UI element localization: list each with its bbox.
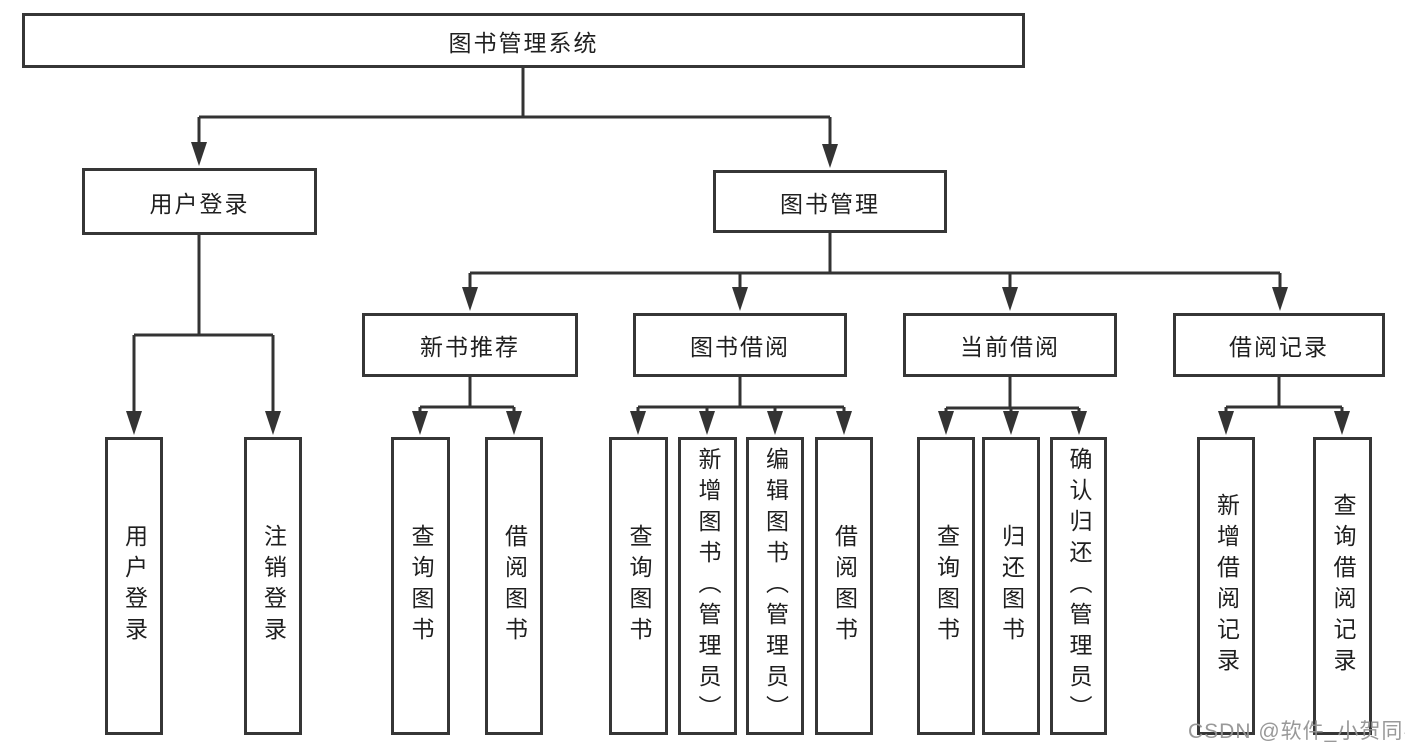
node-user-login: 用户登录: [82, 168, 317, 235]
node-borrowing-records-label: 借阅记录: [1229, 334, 1329, 360]
leaf-user-login-label: 用户登录: [121, 524, 148, 648]
leaf-edit-books-admin-label: 编辑图书（管理员）: [762, 446, 789, 726]
leaf-borrow-books-borrow: 借阅图书: [815, 437, 873, 735]
leaf-add-books-admin-label: 新增图书（管理员）: [695, 446, 721, 726]
node-book-borrowing: 图书借阅: [633, 313, 847, 377]
node-borrowing-records: 借阅记录: [1173, 313, 1385, 377]
node-current-borrowing-label: 当前借阅: [960, 334, 1060, 360]
leaf-add-books-admin: 新增图书（管理员）: [678, 437, 737, 735]
leaf-query-books-current: 查询图书: [917, 437, 975, 735]
leaf-query-books-borrow-label: 查询图书: [626, 524, 652, 648]
node-root-system-label: 图书管理系统: [448, 29, 599, 56]
leaf-add-borrow-record-label: 新增借阅记录: [1213, 493, 1240, 679]
leaf-user-login: 用户登录: [105, 437, 163, 735]
leaf-query-books-current-label: 查询图书: [933, 524, 960, 648]
node-root-system: 图书管理系统: [22, 13, 1025, 68]
node-book-management: 图书管理: [713, 170, 947, 233]
leaf-borrow-books-recommend: 借阅图书: [485, 437, 543, 735]
leaf-return-books-label: 归还图书: [998, 524, 1025, 648]
leaf-query-books-borrow: 查询图书: [609, 437, 668, 735]
leaf-add-borrow-record: 新增借阅记录: [1197, 437, 1255, 735]
leaf-return-books: 归还图书: [982, 437, 1040, 735]
node-book-management-label: 图书管理: [780, 190, 880, 217]
leaf-logout-label: 注销登录: [260, 524, 287, 648]
leaf-borrow-books-recommend-label: 借阅图书: [501, 524, 528, 648]
leaf-query-borrow-record-label: 查询借阅记录: [1330, 493, 1356, 679]
leaf-logout: 注销登录: [244, 437, 302, 735]
node-current-borrowing: 当前借阅: [903, 313, 1117, 377]
node-user-login-label: 用户登录: [149, 190, 250, 217]
leaf-edit-books-admin: 编辑图书（管理员）: [746, 437, 804, 735]
leaf-query-books-recommend: 查询图书: [391, 437, 450, 735]
node-new-book-recommend-label: 新书推荐: [420, 334, 520, 360]
arrowheads: [126, 142, 1350, 435]
leaf-confirm-return-admin-label: 确认归还（管理员）: [1066, 446, 1092, 726]
leaf-borrow-books-borrow-label: 借阅图书: [831, 524, 858, 648]
node-book-borrowing-label: 图书借阅: [690, 334, 790, 360]
leaf-query-borrow-record: 查询借阅记录: [1313, 437, 1372, 735]
csdn-watermark: CSDN @软件_小贺同学: [1188, 720, 1405, 743]
leaf-query-books-recommend-label: 查询图书: [408, 524, 434, 648]
leaf-confirm-return-admin: 确认归还（管理员）: [1050, 437, 1107, 735]
node-new-book-recommend: 新书推荐: [362, 313, 578, 377]
